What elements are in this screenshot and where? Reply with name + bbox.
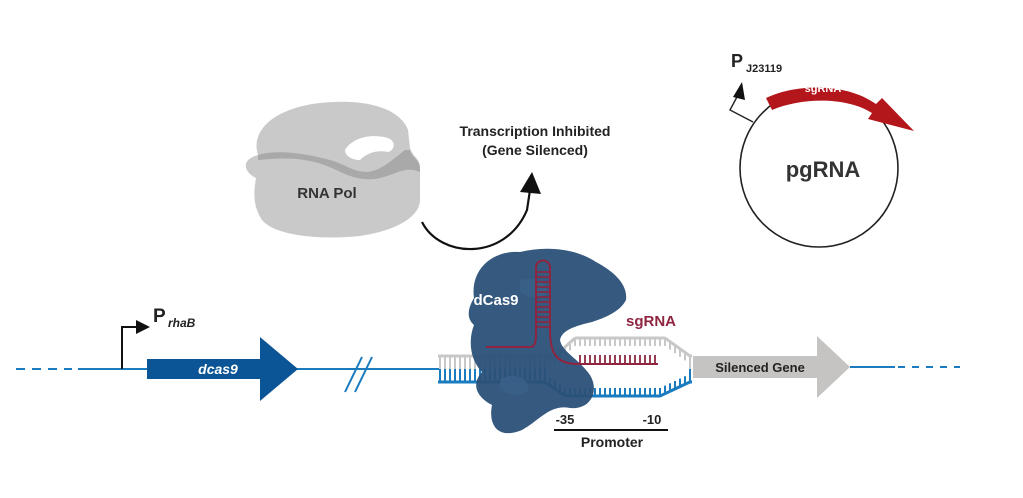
minus10-label: -10 xyxy=(643,412,662,427)
dcas9-gene-label: dcas9 xyxy=(198,361,238,377)
plasmid-sgrna-label: sgRNA xyxy=(805,83,842,95)
rna-pol-label: RNA Pol xyxy=(297,185,356,202)
promoter-label: Promoter xyxy=(581,434,644,450)
minus35-label: -35 xyxy=(556,412,575,427)
pgrna-plasmid: P J23119 sgRNA pgRNA xyxy=(729,51,914,248)
arrowhead-icon xyxy=(520,172,541,194)
rna-pol-icon: RNA Pol xyxy=(245,101,420,238)
sgrna-label: sgRNA xyxy=(626,313,676,330)
plasmid-promoter-label: P xyxy=(731,51,743,71)
plasmid-promoter-arrow-icon xyxy=(729,94,754,123)
rhab-promoter-arrow-icon xyxy=(121,326,138,369)
silenced-gene-label: Silenced Gene xyxy=(715,360,805,375)
silenced-gene-arrow xyxy=(693,336,850,398)
gene-silenced-label: (Gene Silenced) xyxy=(482,142,588,158)
genomic-promoter-subscript: rhaB xyxy=(168,316,196,330)
plasmid-name-label: pgRNA xyxy=(786,157,861,182)
transcription-inhibited-label: Transcription Inhibited xyxy=(460,123,611,139)
sgrna-backbone xyxy=(486,259,658,365)
genomic-promoter-label: P xyxy=(153,306,166,327)
plasmid-sgrna-arrow-icon xyxy=(766,87,914,131)
inhibited-arrow-icon xyxy=(421,189,532,251)
sgrna-hairpin-icon xyxy=(486,259,658,365)
break-mark-icon xyxy=(354,356,373,393)
plasmid-promoter-subscript: J23119 xyxy=(746,63,782,75)
dcas9-protein-label: dCas9 xyxy=(473,292,518,309)
dcas9-gene-arrow xyxy=(147,337,298,401)
